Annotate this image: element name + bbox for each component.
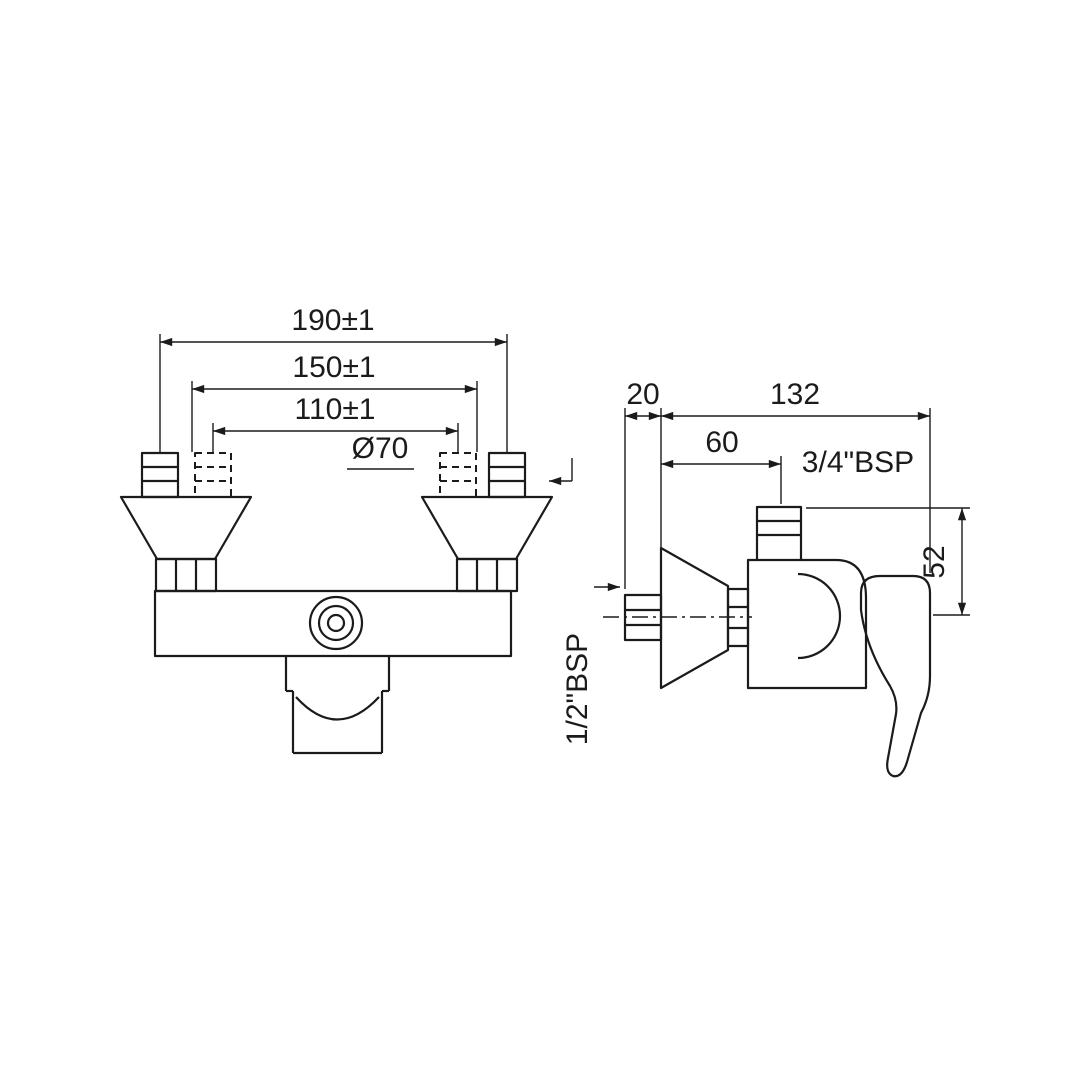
- inlet-thread-callout: 1/2"BSP: [561, 582, 620, 745]
- dia-70-callout: Ø70: [347, 432, 573, 486]
- inlet-thread-label: 1/2"BSP: [561, 633, 594, 745]
- union-nut: [455, 557, 519, 593]
- dim-150: 150±1: [191, 351, 478, 452]
- body-outline: [153, 589, 513, 658]
- right-eccentric-connector: [420, 451, 554, 593]
- union-nut: [154, 557, 218, 593]
- wall-flange-cone: [420, 495, 554, 561]
- outlet-spout-front: [284, 656, 391, 755]
- dim-150-label: 150±1: [292, 351, 375, 384]
- side-view: 20 132 60 3/4"BSP 52 1/2"BSP: [561, 378, 970, 778]
- handle-lever: [859, 574, 932, 778]
- wall-flange-side: [659, 546, 750, 690]
- body-dome-arc: [797, 572, 842, 660]
- dim-110: 110±1: [212, 393, 459, 452]
- mounting-stud-solid: [487, 451, 527, 499]
- dim-52-label: 52: [918, 545, 951, 578]
- dim-190-label: 190±1: [291, 304, 374, 337]
- dim-60: 60: [661, 426, 782, 504]
- body-outline: [746, 558, 868, 690]
- mounting-stud-alt-position: [194, 452, 232, 498]
- spout-curve: [295, 696, 380, 721]
- dim-132: 132: [660, 378, 931, 573]
- mounting-stud-solid: [140, 451, 180, 499]
- mixer-body-side: [746, 505, 868, 690]
- dim-20: 20: [624, 378, 661, 589]
- inlet-stud-side: [603, 593, 752, 642]
- dia-70-label: Ø70: [352, 432, 409, 465]
- front-view: 190±1 150±1 110±1 Ø70: [119, 304, 573, 755]
- cartridge-circle-outer: [308, 595, 364, 651]
- outlet-thread-label: 3/4"BSP: [802, 446, 914, 479]
- dim-110-label: 110±1: [295, 393, 376, 426]
- left-eccentric-connector: [119, 451, 253, 593]
- dim-60-label: 60: [705, 426, 738, 459]
- cartridge-circle-inner: [326, 613, 346, 633]
- flange-cone: [659, 546, 730, 690]
- dim-132-label: 132: [770, 378, 820, 411]
- outlet-stud-top: [755, 505, 803, 562]
- dim-20-label: 20: [626, 378, 659, 411]
- mounting-stud-alt-position: [439, 452, 477, 498]
- dim-190: 190±1: [159, 304, 508, 452]
- wall-flange-cone: [119, 495, 253, 561]
- dim-52: 52: [806, 507, 970, 616]
- cartridge-circle-middle: [317, 604, 355, 642]
- mixer-body-front: [153, 589, 513, 658]
